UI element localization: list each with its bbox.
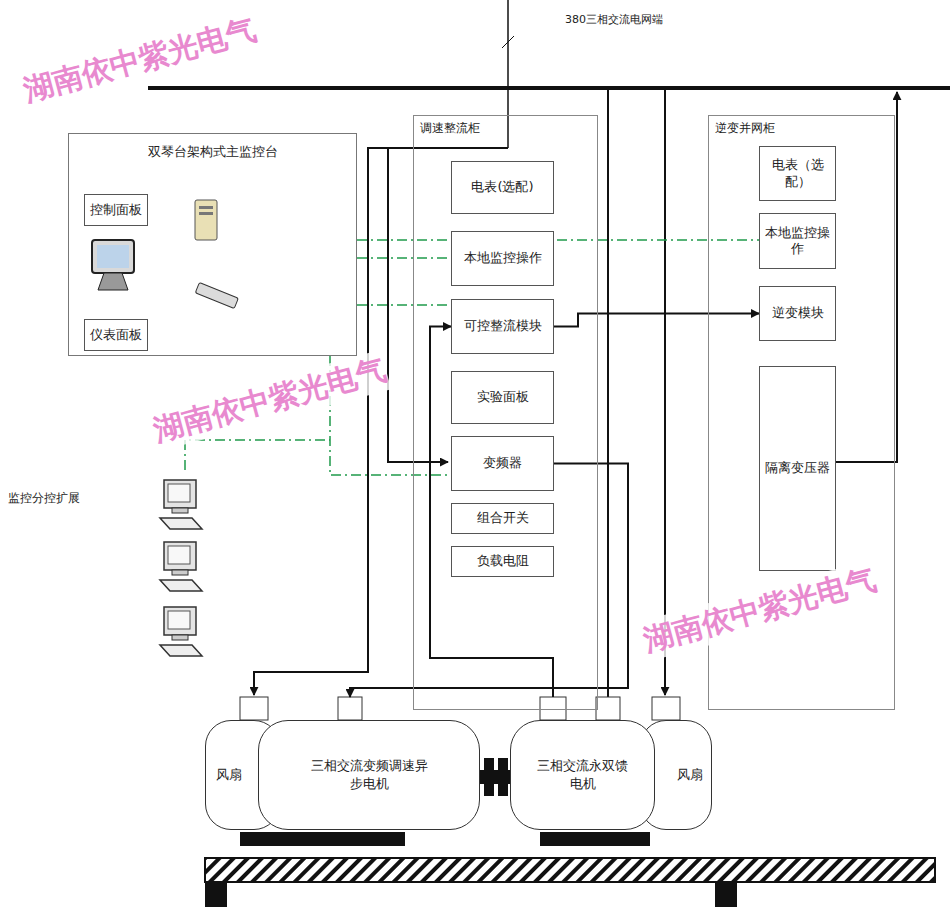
- signal-line: [357, 257, 451, 259]
- watermark: 湖南依中紫光电气: [19, 10, 261, 112]
- keyboard-icon: [195, 282, 238, 308]
- node-label: 逆变模块: [772, 305, 824, 321]
- module-box: 电表(选配): [451, 161, 554, 214]
- panel-box: 控制面板: [84, 194, 148, 226]
- monitor-icon: [92, 240, 134, 290]
- power-line: [350, 464, 628, 698]
- watermark: 湖南依中紫光电气: [639, 560, 881, 662]
- tower-icon: [195, 200, 217, 240]
- node-label: 三相交流永双馈电机: [535, 757, 630, 792]
- module-box: 电表（选配）: [759, 146, 836, 201]
- node-label: 风扇: [216, 766, 242, 784]
- node-label: 变频器: [483, 455, 522, 471]
- module-box: 实验面板: [451, 371, 554, 424]
- node-label: 逆变并网柜: [715, 120, 775, 137]
- node-label: 实验面板: [477, 389, 529, 405]
- module-box: 变频器: [451, 436, 554, 491]
- node-label: 三相交流变频调速异步电机: [307, 757, 431, 792]
- module-box: 逆变模块: [759, 286, 836, 341]
- node-label: 风扇: [677, 766, 703, 784]
- node-label: 仪表面板: [90, 327, 142, 343]
- node-label: 负载电阻: [477, 553, 529, 569]
- node-label: 电表（选配）: [764, 157, 831, 190]
- module-box: 本地监控操作: [451, 231, 554, 286]
- node-label: 可控整流模块: [464, 318, 542, 334]
- node-label: 本地监控操作: [764, 225, 831, 258]
- console-panel: 双琴台架构式主监控台控制面板仪表面板: [68, 133, 357, 356]
- module-box: 本地监控操作: [759, 213, 836, 269]
- node-label: 控制面板: [90, 202, 142, 218]
- node-label: 本地监控操作: [464, 250, 542, 266]
- module-box: 可控整流模块: [451, 299, 554, 354]
- signal-line: [357, 304, 451, 306]
- module-box: 隔离变压器: [759, 366, 836, 571]
- signal-line: [357, 239, 759, 241]
- panel-box: 仪表面板: [84, 319, 148, 351]
- cabinet: 调速整流柜电表(选配) 本地监控操作可控整流模块实验面板变频器组合开关负载电阻: [413, 115, 598, 710]
- power-line: [554, 314, 759, 327]
- watermark: 湖南依中紫光电气: [149, 350, 391, 452]
- motor-body: 三相交流永双馈电机: [510, 720, 655, 830]
- group-label: 监控分控扩展: [8, 490, 80, 507]
- node-label: 电表(选配): [471, 179, 533, 195]
- motor-body: 三相交流变频调速异步电机: [258, 720, 480, 830]
- bus-label: 380三相交流电网端: [565, 12, 663, 27]
- power-line: [430, 327, 553, 698]
- node-label: 组合开关: [477, 510, 529, 526]
- module-box: 组合开关: [451, 503, 554, 534]
- node-label: 隔离变压器: [765, 460, 830, 476]
- module-box: 负载电阻: [451, 546, 554, 577]
- node-label: 调速整流柜: [420, 120, 480, 137]
- node-label: 双琴台架构式主监控台: [69, 143, 356, 161]
